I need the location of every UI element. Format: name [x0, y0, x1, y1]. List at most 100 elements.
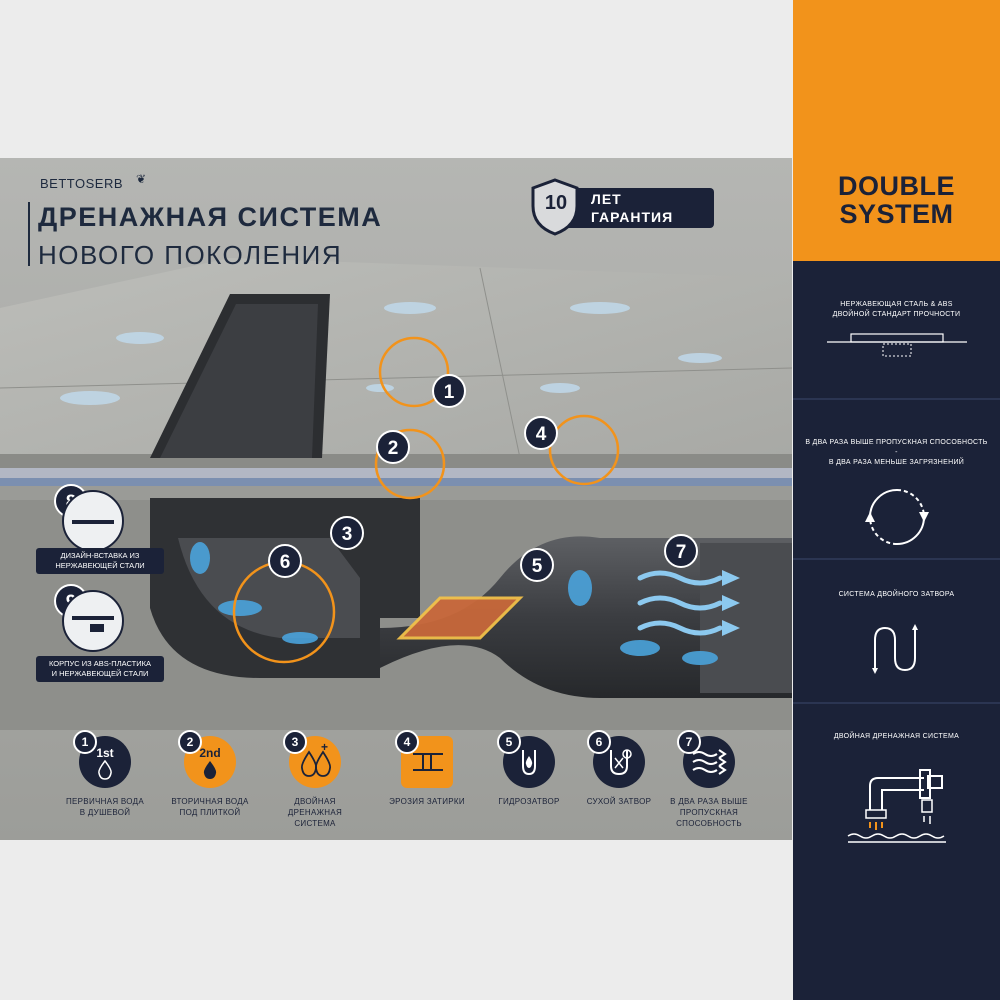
legend-label: ВТОРИЧНАЯ ВОДА ПОД ПЛИТКОЙ — [165, 796, 255, 818]
legend-number: 7 — [677, 730, 701, 754]
feature-text-line: СИСТЕМА ДВОЙНОГО ЗАТВОРА — [838, 591, 955, 598]
legend-item-1: 1 1st ПЕРВИЧНАЯ ВОДА В ДУШЕВОЙ — [60, 730, 150, 818]
water-seal-icon: 5 — [497, 730, 555, 788]
sidebar-title: DOUBLE SYSTEM — [793, 172, 1000, 228]
legend-item-5: 5 ГИДРОЗАТВОР — [484, 730, 574, 807]
legend-label: ПЕРВИЧНАЯ ВОДА В ДУШЕВОЙ — [60, 796, 150, 818]
water-drop-icon: 2 2nd — [178, 730, 236, 788]
feature-throughput: В ДВА РАЗА ВЫШЕ ПРОПУСКНАЯ СПОСОБНОСТЬ -… — [793, 438, 1000, 557]
legend-label-line: ГИДРОЗАТВОР — [498, 797, 560, 806]
brand-mark-icon: ❦ — [136, 172, 147, 186]
sidebar-title-line1: DOUBLE — [838, 171, 955, 201]
legend-item-6: 6 СУХОЙ ЗАТВОР — [574, 730, 664, 807]
feature-double-drain: ДВОЙНАЯ ДРЕНАЖНАЯ СИСТЕМА — [793, 732, 1000, 851]
seal-glyph-icon — [522, 750, 536, 776]
drop-glyph-icon — [203, 761, 217, 779]
page-title: ДРЕНАЖНАЯ СИСТЕМА — [38, 202, 383, 232]
sidebar-title-line2: SYSTEM — [839, 199, 954, 229]
drops-glyph-icon — [300, 750, 332, 777]
legend-label-line: ПРОПУСКНАЯ — [679, 808, 739, 817]
legend-number: 6 — [587, 730, 611, 754]
body-label-line2: И НЕРЖАВЕЮЩЕЙ СТАЛИ — [51, 669, 149, 678]
feature-text-line: ДВОЙНАЯ ДРЕНАЖНАЯ СИСТЕМА — [833, 733, 960, 740]
legend-item-2: 2 2nd ВТОРИЧНАЯ ВОДА ПОД ПЛИТКОЙ — [165, 730, 255, 818]
sidebar-header — [793, 0, 1000, 261]
callout-3: 3 — [330, 516, 364, 550]
double-pipe-icon — [847, 769, 946, 843]
cycle-arrows-icon — [864, 489, 929, 545]
legend-item-3: 3 + ДВОЙНАЯ ДРЕНАЖНАЯ СИСТЕМА — [270, 730, 360, 829]
water-drop-icon: 1 1st — [73, 730, 131, 788]
callout-7: 7 — [664, 534, 698, 568]
grout-erosion-icon: 4 — [395, 730, 453, 788]
feature-double-standard: НЕРЖАВЕЮЩАЯ СТАЛЬ & ABS ДВОЙНОЙ СТАНДАРТ… — [793, 300, 1000, 375]
dry-glyph-icon — [610, 749, 632, 776]
legend-number: 3 — [283, 730, 307, 754]
legend-label-line: ДВОЙНАЯ — [294, 797, 336, 806]
legend-label: ЭРОЗИЯ ЗАТИРКИ — [382, 796, 472, 807]
legend-icon-text: 2nd — [199, 746, 221, 760]
sidebar-divider — [793, 702, 1000, 704]
body-label-line1: КОРПУС ИЗ ABS-ПЛАСТИКА — [49, 659, 151, 668]
callout-2: 2 — [376, 430, 410, 464]
legend-label-line: ПЕРВИЧНАЯ ВОДА — [65, 797, 145, 806]
s-trap-icon — [871, 624, 918, 674]
waves-glyph-icon — [692, 749, 727, 775]
legend-label-line: СУХОЙ ЗАТВОР — [586, 797, 652, 806]
body-label: КОРПУС ИЗ ABS-ПЛАСТИКА И НЕРЖАВЕЮЩЕЙ СТА… — [36, 656, 164, 682]
callout-5: 5 — [520, 548, 554, 582]
sidebar-divider — [793, 558, 1000, 560]
feature-text: НЕРЖАВЕЮЩАЯ СТАЛЬ & ABS ДВОЙНОЙ СТАНДАРТ… — [793, 300, 1000, 320]
legend-label: ГИДРОЗАТВОР — [484, 796, 574, 807]
sidebar-divider — [793, 398, 1000, 400]
double-standard-icon — [826, 333, 967, 357]
callout-4: 4 — [524, 416, 558, 450]
insert-label-line1: ДИЗАЙН-ВСТАВКА ИЗ — [60, 551, 140, 560]
insert-label-line2: НЕРЖАВЕЮЩЕЙ СТАЛИ — [55, 561, 145, 570]
legend-label-line: СПОСОБНОСТЬ — [676, 819, 742, 828]
insert-detail-icon — [62, 490, 124, 552]
drop-glyph-icon — [98, 760, 112, 780]
legend-label-line: ПОД ПЛИТКОЙ — [179, 808, 241, 817]
legend-number: 5 — [497, 730, 521, 754]
poster: BETTOSERB ❦ ДРЕНАЖНАЯ СИСТЕМА НОВОГО ПОК… — [0, 158, 792, 840]
feature-text: В ДВА РАЗА ВЫШЕ ПРОПУСКНАЯ СПОСОБНОСТЬ -… — [793, 438, 1000, 468]
legend-number: 4 — [395, 730, 419, 754]
warranty-years: 10 — [544, 192, 568, 214]
legend-label-line: СИСТЕМА — [294, 819, 336, 828]
feature-text-line: В ДВА РАЗА ВЫШЕ ПРОПУСКНАЯ СПОСОБНОСТЬ - — [805, 439, 988, 456]
legend-icon-text: 1st — [96, 746, 114, 760]
callout-1: 1 — [432, 374, 466, 408]
legend-number: 2 — [178, 730, 202, 754]
callout-6: 6 — [268, 544, 302, 578]
legend-label-line: ЭРОЗИЯ ЗАТИРКИ — [389, 797, 465, 806]
body-detail-icon — [62, 590, 124, 652]
feature-text-line: ДВОЙНОЙ СТАНДАРТ ПРОЧНОСТИ — [832, 311, 961, 318]
dry-seal-icon: 6 — [587, 730, 645, 788]
title-accent-bar — [28, 202, 30, 266]
insert-label: ДИЗАЙН-ВСТАВКА ИЗ НЕРЖАВЕЮЩЕЙ СТАЛИ — [36, 548, 164, 574]
legend-label-line: В ДВА РАЗА ВЫШЕ — [670, 797, 748, 806]
double-drop-icon: 3 + — [283, 730, 341, 788]
legend-item-4: 4 ЭРОЗИЯ ЗАТИРКИ — [382, 730, 472, 807]
legend-icon-text: + — [321, 740, 329, 754]
warranty-line1: ЛЕТ — [591, 191, 622, 207]
feature-text-line: В ДВА РАЗА МЕНЬШЕ ЗАГРЯЗНЕНИЙ — [828, 459, 965, 466]
feature-text-line: НЕРЖАВЕЮЩАЯ СТАЛЬ & ABS — [840, 301, 953, 308]
page-subtitle: НОВОГО ПОКОЛЕНИЯ — [38, 240, 343, 270]
legend-label-line: ВТОРИЧНАЯ ВОДА — [171, 797, 249, 806]
legend-label-line: В ДУШЕВОЙ — [79, 808, 131, 817]
brand-logo: BETTOSERB — [40, 176, 124, 191]
legend: 1 1st ПЕРВИЧНАЯ ВОДА В ДУШЕВОЙ 2 2nd ВТО… — [0, 728, 792, 838]
warranty-text: ЛЕТ ГАРАНТИЯ — [591, 190, 673, 226]
warranty-line2: ГАРАНТИЯ — [591, 209, 674, 225]
feature-text: СИСТЕМА ДВОЙНОГО ЗАТВОРА — [793, 590, 1000, 600]
legend-item-7: 7 В ДВА РАЗА ВЫШЕ ПРОПУСКНАЯ СПОСОБНОСТЬ — [664, 730, 754, 829]
warranty-box — [557, 188, 714, 228]
feature-double-seal: СИСТЕМА ДВОЙНОГО ЗАТВОРА — [793, 590, 1000, 683]
legend-label: В ДВА РАЗА ВЫШЕ ПРОПУСКНАЯ СПОСОБНОСТЬ — [664, 796, 754, 829]
shield-icon — [531, 178, 579, 236]
waves-icon: 7 — [677, 730, 735, 788]
sidebar: DOUBLE SYSTEM НЕРЖАВЕЮЩАЯ СТАЛЬ & ABS ДВ… — [793, 0, 1000, 1000]
legend-number: 1 — [73, 730, 97, 754]
